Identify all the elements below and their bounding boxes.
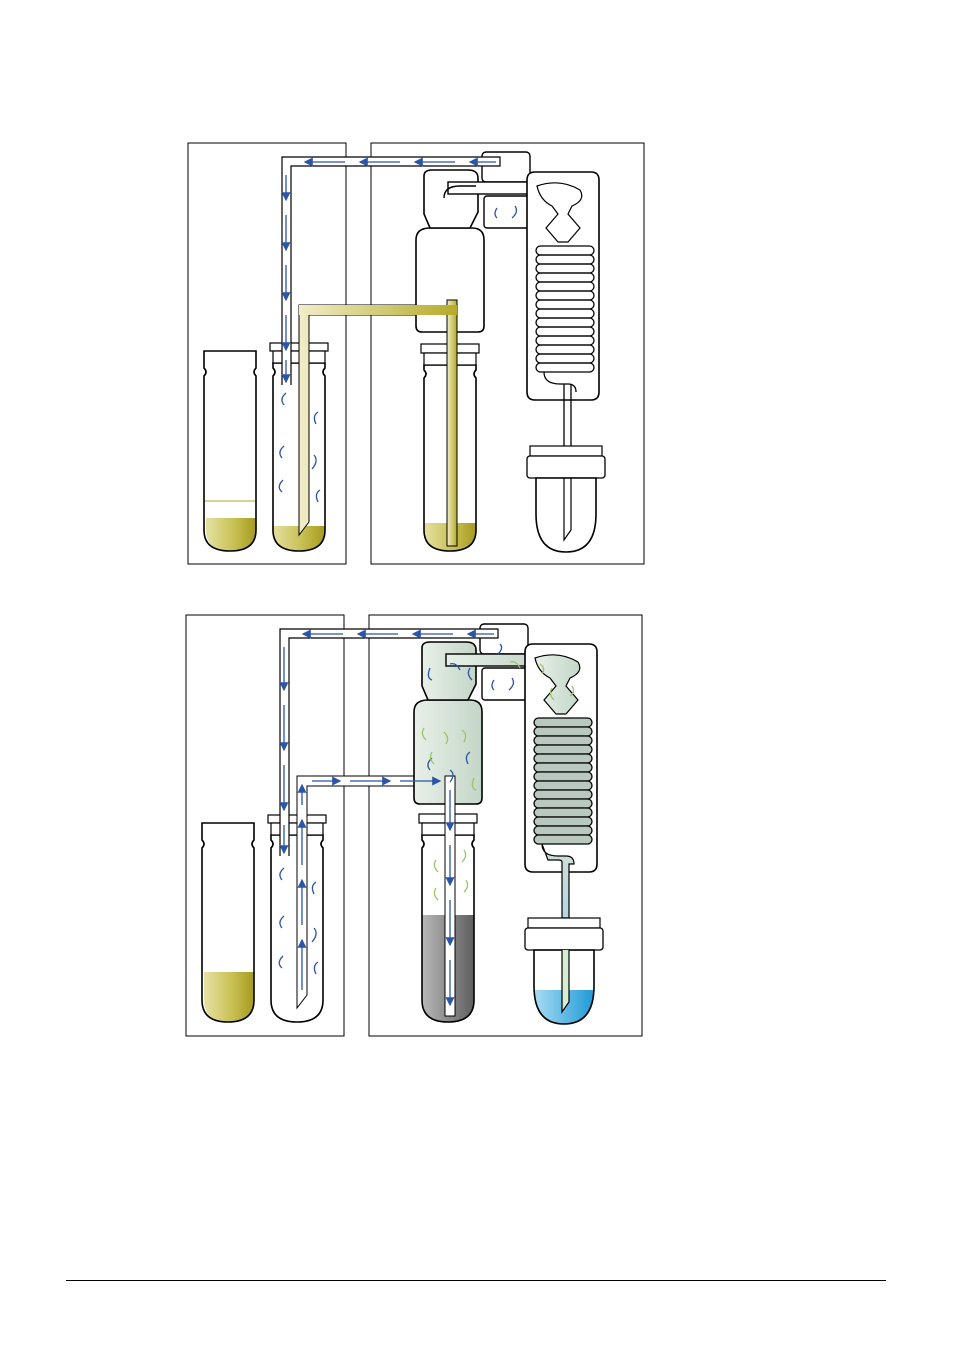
sample-tube xyxy=(202,823,254,1022)
top-panel xyxy=(188,143,644,564)
bottom-panel xyxy=(186,615,642,1036)
reaction-flask xyxy=(299,170,484,551)
reaction-flask xyxy=(414,642,482,1022)
bubble-icon xyxy=(282,393,286,405)
bubble-icon xyxy=(462,850,466,862)
condenser xyxy=(527,172,599,446)
footer-rule xyxy=(66,1280,886,1281)
steam-trap xyxy=(482,668,528,700)
sample-tube xyxy=(204,351,256,551)
bubble-icon xyxy=(434,860,438,872)
bubble-icon xyxy=(314,412,318,424)
transfer-pipe xyxy=(299,305,457,546)
steam-trap xyxy=(484,196,530,228)
bubble-icon xyxy=(312,455,316,469)
bubble-icon xyxy=(279,480,283,492)
bubble-icon xyxy=(464,880,468,892)
bubble-icon xyxy=(434,888,438,900)
bubble-icon xyxy=(280,446,284,458)
collection-tube xyxy=(525,918,603,1024)
collection-tube xyxy=(527,446,605,552)
condenser xyxy=(525,644,597,918)
condenser-coil xyxy=(534,718,592,844)
bubble-icon xyxy=(316,490,320,502)
